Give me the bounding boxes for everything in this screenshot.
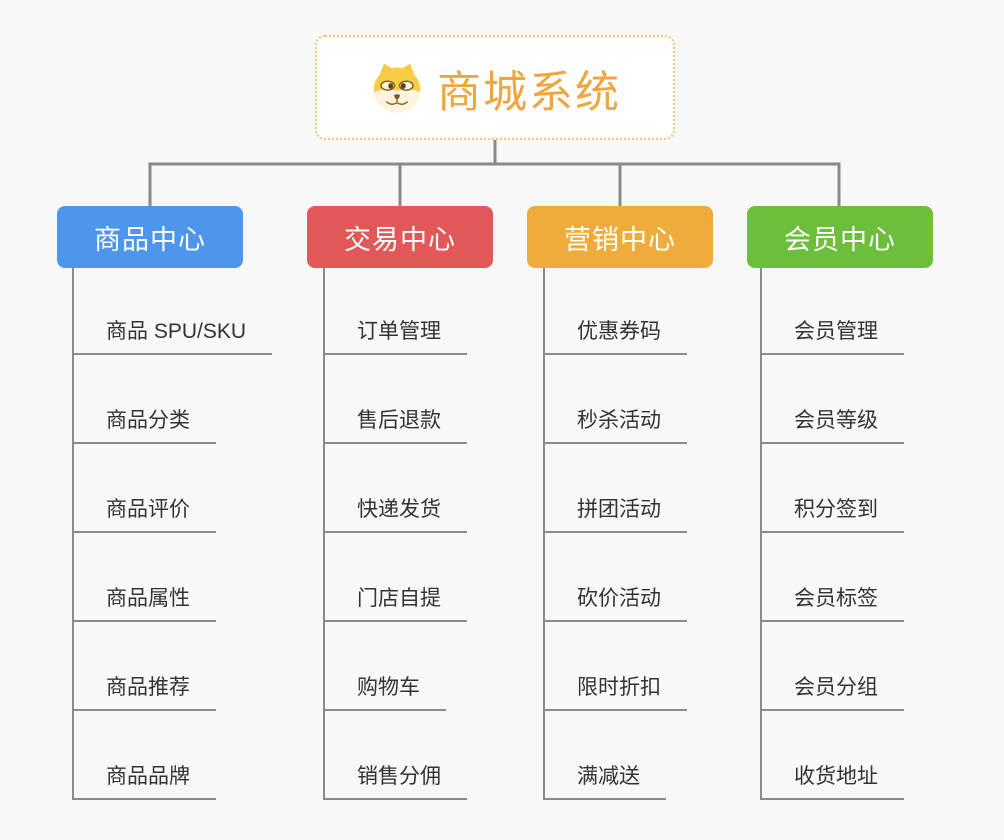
subtopic-item[interactable]: 商品分类 — [72, 408, 216, 444]
branch-topic-product[interactable]: 商品中心 — [57, 206, 243, 268]
subtopic-item[interactable]: 商品评价 — [72, 497, 216, 533]
subtopic-item[interactable]: 会员分组 — [760, 675, 904, 711]
dog-nose — [394, 93, 400, 99]
branch-topic-trade[interactable]: 交易中心 — [307, 206, 493, 268]
branch-member-center: 会员中心 会员管理 会员等级 积分签到 会员标签 会员分组 收货地址 — [747, 206, 997, 816]
subtopic-item[interactable]: 会员标签 — [760, 586, 904, 622]
branch-product-center: 商品中心 商品 SPU/SKU 商品分类 商品评价 商品属性 商品推荐 商品品牌 — [57, 206, 307, 816]
subtopic-item[interactable]: 秒杀活动 — [543, 408, 687, 444]
branch-trunk-line — [760, 268, 762, 800]
subtopic-item[interactable]: 销售分佣 — [323, 764, 467, 800]
subtopic-item[interactable]: 订单管理 — [323, 319, 467, 355]
subtopic-item[interactable]: 会员管理 — [760, 319, 904, 355]
subtopic-item[interactable]: 积分签到 — [760, 497, 904, 533]
branch-trunk-line — [323, 268, 325, 800]
branch-trunk-line — [72, 268, 74, 800]
subtopic-item[interactable]: 砍价活动 — [543, 586, 687, 622]
subtopic-item[interactable]: 拼团活动 — [543, 497, 687, 533]
subtopic-item[interactable]: 限时折扣 — [543, 675, 687, 711]
dog-face-icon — [373, 63, 421, 112]
subtopic-item[interactable]: 会员等级 — [760, 408, 904, 444]
subtopic-item[interactable]: 门店自提 — [323, 586, 467, 622]
dog-mouth — [386, 98, 408, 105]
dog-pupil-right — [400, 82, 406, 89]
subtopic-item[interactable]: 购物车 — [323, 675, 446, 711]
subtopic-item[interactable]: 商品品牌 — [72, 764, 216, 800]
subtopic-item[interactable]: 商品属性 — [72, 586, 216, 622]
dog-pupil-left — [388, 82, 394, 89]
subtopic-item[interactable]: 售后退款 — [323, 408, 467, 444]
subtopic-item[interactable]: 商品推荐 — [72, 675, 216, 711]
root-title: 商城系统 — [437, 67, 621, 117]
branch-topic-marketing[interactable]: 营销中心 — [527, 206, 713, 268]
branch-trade-center: 交易中心 订单管理 售后退款 快递发货 门店自提 购物车 销售分佣 — [307, 206, 557, 816]
branch-trunk-line — [543, 268, 545, 800]
connector-path — [148, 138, 841, 209]
subtopic-item[interactable]: 满减送 — [543, 764, 666, 800]
subtopic-item[interactable]: 快递发货 — [323, 497, 467, 533]
root-topic[interactable]: 商城系统 — [315, 35, 675, 140]
branch-marketing-center: 营销中心 优惠券码 秒杀活动 拼团活动 砍价活动 限时折扣 满减送 — [527, 206, 777, 816]
subtopic-item[interactable]: 收货地址 — [760, 764, 904, 800]
subtopic-item[interactable]: 优惠券码 — [543, 319, 687, 355]
branch-topic-member[interactable]: 会员中心 — [747, 206, 933, 268]
subtopic-item[interactable]: 商品 SPU/SKU — [72, 319, 273, 355]
